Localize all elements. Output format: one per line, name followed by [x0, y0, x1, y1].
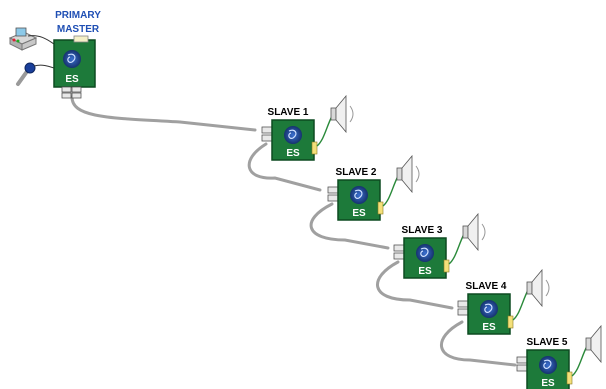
slave-board-text: ES — [482, 322, 496, 333]
slave-network-ports — [327, 186, 339, 202]
slave-network-ports — [457, 300, 469, 316]
cable-slave3-to-slave4 — [376, 260, 454, 310]
slave-logo-icon — [350, 186, 368, 204]
slave-speaker-terminal — [443, 259, 450, 273]
cable-master-to-slave1 — [70, 95, 257, 132]
slave-unit-4: SLAVE 4 ES — [457, 268, 550, 335]
microphone-icon — [16, 62, 36, 86]
speaker-icon — [330, 94, 354, 134]
speaker-wire — [512, 289, 529, 321]
speaker-wire — [448, 233, 465, 265]
primary-master-unit: PRIMARY MASTER ES — [8, 10, 101, 99]
slave-unit-3: SLAVE 3 ES — [393, 212, 486, 279]
slave-network-ports — [516, 356, 528, 372]
slave-logo-icon — [480, 300, 498, 318]
master-label-line1: PRIMARY — [55, 10, 101, 21]
slave-logo-icon — [284, 126, 302, 144]
computer-cable — [27, 35, 55, 45]
slave-label: SLAVE 4 — [466, 281, 507, 292]
speaker-icon — [396, 154, 420, 194]
speaker-icon — [462, 212, 486, 252]
slave-unit-2: SLAVE 2 ES — [327, 154, 420, 221]
slave-label: SLAVE 3 — [402, 225, 443, 236]
master-top-connector — [73, 35, 89, 43]
speaker-wire — [571, 345, 588, 377]
master-network-ports — [61, 86, 82, 99]
network-cables — [70, 95, 517, 367]
slave-speaker-terminal — [311, 141, 318, 155]
microphone-cable — [33, 64, 55, 69]
slave-unit-1: SLAVE 1 ES — [261, 94, 354, 161]
master-logo-icon — [63, 50, 81, 68]
slave-board-text: ES — [286, 148, 300, 159]
cable-slave4-to-slave5 — [440, 320, 517, 367]
master-board-text: ES — [65, 74, 79, 85]
slave-speaker-terminal — [507, 315, 514, 329]
slave-board-text: ES — [352, 208, 366, 219]
speaker-icon — [585, 324, 602, 364]
speaker-wire — [382, 175, 399, 207]
speaker-wire — [316, 115, 333, 147]
speaker-icon — [526, 268, 550, 308]
slave-label: SLAVE 5 — [527, 337, 568, 348]
master-label-line2: MASTER — [57, 24, 100, 35]
slave-speaker-terminal — [377, 201, 384, 215]
slave-network-ports — [261, 126, 273, 142]
slave-board-text: ES — [418, 266, 432, 277]
slave-label: SLAVE 2 — [336, 167, 377, 178]
slave-unit-5: SLAVE 5 ES — [516, 324, 602, 389]
slave-logo-icon — [416, 244, 434, 262]
computer-icon — [8, 27, 38, 51]
cable-slave1-to-slave2 — [247, 142, 322, 192]
slave-label: SLAVE 1 — [268, 107, 309, 118]
cable-slave2-to-slave3 — [309, 202, 390, 250]
slave-speaker-terminal — [566, 371, 573, 385]
slave-logo-icon — [539, 356, 557, 374]
slave-board-text: ES — [541, 378, 555, 389]
slave-network-ports — [393, 244, 405, 260]
